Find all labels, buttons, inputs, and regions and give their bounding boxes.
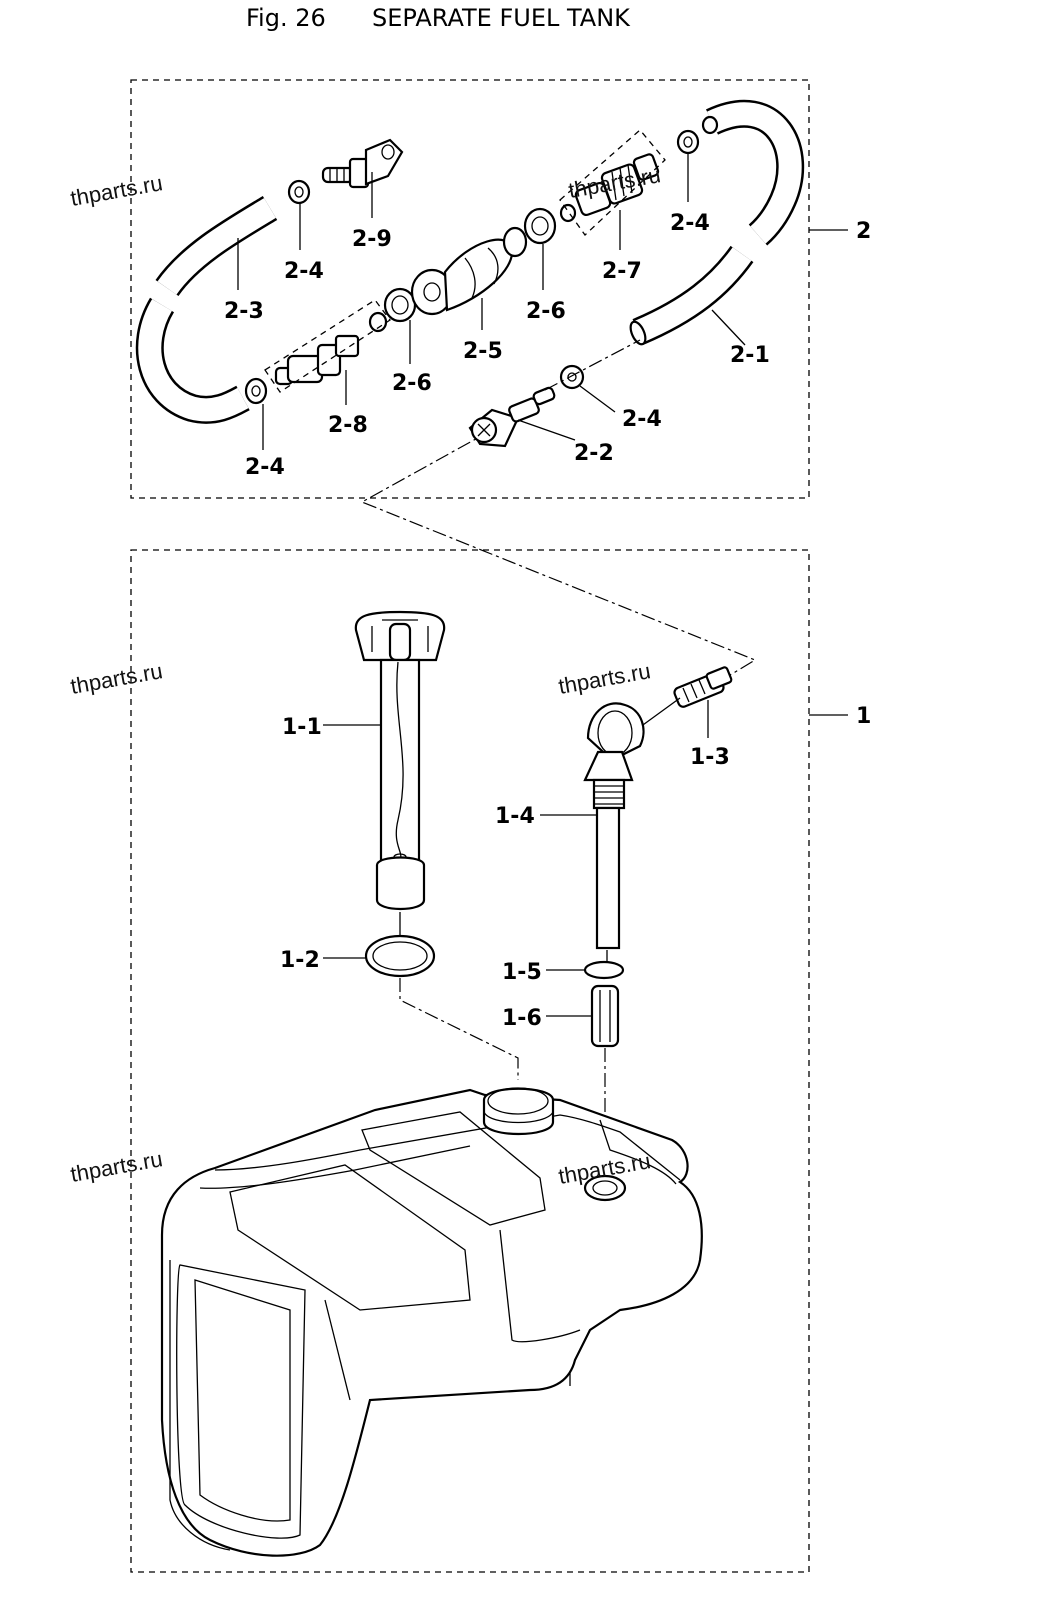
watermark-5: thparts.ru [69,1146,165,1187]
o-ring-1-2 [364,934,436,978]
watermark-1: thparts.ru [69,170,165,211]
fuel-pickup-1-4 [583,702,645,962]
assembly-2-frame [130,79,810,499]
assembly-label-1: 1 [856,704,871,729]
fuel-gauge-1-1 [354,610,446,935]
callout-2-4-d: 2-4 [622,407,662,432]
callout-2-9: 2-9 [352,227,392,252]
callout-1-5: 1-5 [502,960,542,985]
hose-fitting-2-9 [321,138,404,189]
figure-title: SEPARATE FUEL TANK [372,4,631,32]
watermark-4: thparts.ru [557,658,653,699]
primer-bulb-2-5 [410,226,528,316]
callout-2-8: 2-8 [328,413,368,438]
callout-2-4-a: 2-4 [284,259,324,284]
assembly-1-frame [130,549,810,1573]
connection-line [360,429,757,681]
callout-2-4-b: 2-4 [245,455,285,480]
fuel-tank-body [160,1087,703,1557]
callout-1-6: 1-6 [502,1006,542,1031]
hose-fitting-2-2 [468,386,556,448]
callout-1-2: 1-2 [280,948,320,973]
callout-2-6-b: 2-6 [526,299,566,324]
o-ring-1-5 [583,960,625,980]
callout-1-3: 1-3 [690,745,730,770]
assembly-label-2: 2 [856,219,871,244]
callout-2-7: 2-7 [602,259,642,284]
filter-1-6 [590,984,620,1048]
callout-2-4-c: 2-4 [670,211,710,236]
fuel-hose-assembly [135,99,805,448]
callout-2-3: 2-3 [224,299,264,324]
watermark-3: thparts.ru [69,658,165,699]
figure-number: Fig. 26 [246,4,326,32]
callout-1-4: 1-4 [495,804,535,829]
callout-2-5: 2-5 [463,339,503,364]
callout-2-1: 2-1 [730,343,770,368]
connector-2-8 [264,299,391,393]
connector-2-7 [559,129,666,236]
callout-2-2: 2-2 [574,441,614,466]
tank-fitting-1-3 [673,666,733,708]
callout-1-1: 1-1 [282,715,322,740]
callout-2-6-a: 2-6 [392,371,432,396]
